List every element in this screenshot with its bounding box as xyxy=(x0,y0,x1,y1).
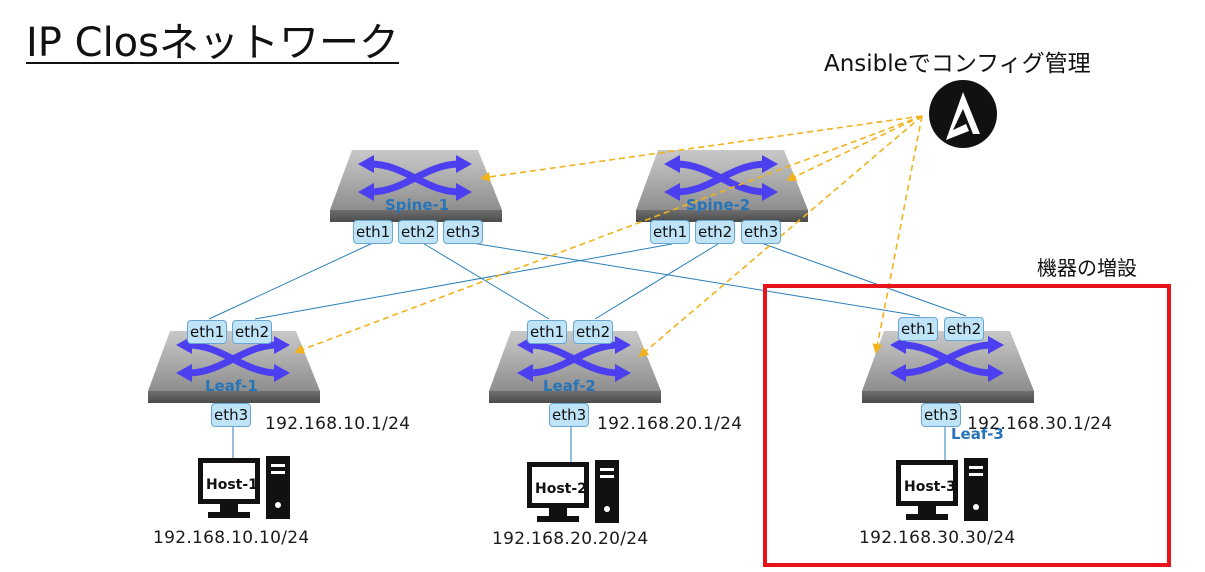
leaf-3-port-eth2: eth2 xyxy=(944,317,985,341)
ansible-arrow-spine2 xyxy=(786,115,923,182)
leaf-2-name: Leaf-2 xyxy=(543,377,596,395)
spine-2-port-eth1: eth1 xyxy=(650,220,691,244)
spine-2-port-eth2: eth2 xyxy=(695,220,736,244)
page-title: IP Closネットワーク xyxy=(26,20,399,66)
expansion-label: 機器の増設 xyxy=(1037,256,1137,280)
ansible-arrow-spine1 xyxy=(480,115,923,182)
leaf-1-port-eth2: eth2 xyxy=(232,320,273,344)
host-3-ip: 192.168.30.30/24 xyxy=(859,528,1016,548)
ansible-arrow-leaf3 xyxy=(872,115,923,354)
host-1-name: Host-1 xyxy=(206,477,258,493)
spine-1-name: Spine-1 xyxy=(385,196,450,214)
leaf-1-port-eth1: eth1 xyxy=(187,320,228,344)
link-spine1-leaf1 xyxy=(208,241,376,320)
host-1-ip: 192.168.10.10/24 xyxy=(153,528,310,548)
link-spine2-leaf3 xyxy=(763,243,967,317)
ansible-arrow-leaf1 xyxy=(294,115,923,354)
host-3-name: Host-3 xyxy=(904,479,956,495)
leaf-1-port-eth3: eth3 xyxy=(211,403,252,427)
leaf-2-port-eth3: eth3 xyxy=(549,403,590,427)
host-2-ip: 192.168.20.20/24 xyxy=(492,529,649,549)
spine-1-port-eth1: eth1 xyxy=(353,220,394,244)
ansible-logo-icon xyxy=(929,80,997,148)
spine-2-port-eth3: eth3 xyxy=(741,220,782,244)
leaf-1-ip: 192.168.10.1/24 xyxy=(265,414,411,434)
leaf-3-port-eth3: eth3 xyxy=(921,403,962,427)
spine-1-port-eth3: eth3 xyxy=(443,220,484,244)
leaf-2-ip: 192.168.20.1/24 xyxy=(597,414,743,434)
leaf-3-ip: 192.168.30.1/24 xyxy=(967,414,1113,434)
leaf-1-name: Leaf-1 xyxy=(205,377,258,395)
link-spine2-leaf2 xyxy=(594,243,719,320)
leaf-2-port-eth2: eth2 xyxy=(573,320,614,344)
link-spine1-leaf2 xyxy=(420,241,550,320)
ansible-label: Ansibleでコンフィグ管理 xyxy=(824,51,1091,77)
link-spine2-leaf1 xyxy=(254,243,673,320)
expansion-highlight-box xyxy=(763,284,1171,567)
leaf-3-name: Leaf-3 xyxy=(951,425,1004,443)
link-lines xyxy=(208,241,967,462)
spine-2-name: Spine-2 xyxy=(686,196,751,214)
host-2-name: Host-2 xyxy=(535,481,587,497)
link-spine1-leaf3 xyxy=(465,241,921,317)
spine-1-port-eth2: eth2 xyxy=(398,220,439,244)
leaf-3-port-eth1: eth1 xyxy=(898,317,939,341)
leaf-2-port-eth1: eth1 xyxy=(527,320,568,344)
